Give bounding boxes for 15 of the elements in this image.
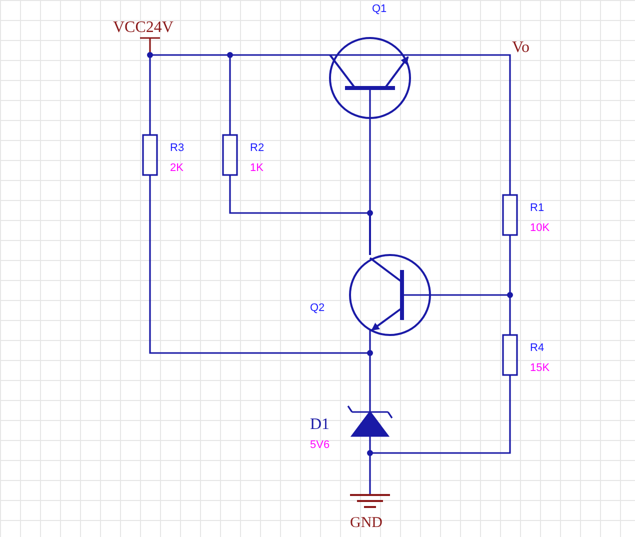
value-label: 2K <box>170 163 184 174</box>
value-label: 10K <box>530 223 550 234</box>
component-label: R3 <box>170 143 184 154</box>
value-label: 15K <box>530 363 550 374</box>
net-label: VCC24V <box>113 20 174 36</box>
net-label: GND <box>350 516 382 531</box>
net-label: Vo <box>512 40 530 56</box>
component-label: Q2 <box>310 303 325 314</box>
component-label: Q1 <box>372 4 387 15</box>
component-label: D1 <box>310 417 330 433</box>
value-label: 5V6 <box>310 440 330 451</box>
component-label: R4 <box>530 343 544 354</box>
component-label: R2 <box>250 143 264 154</box>
component-label: R1 <box>530 203 544 214</box>
value-label: 1K <box>250 163 264 174</box>
